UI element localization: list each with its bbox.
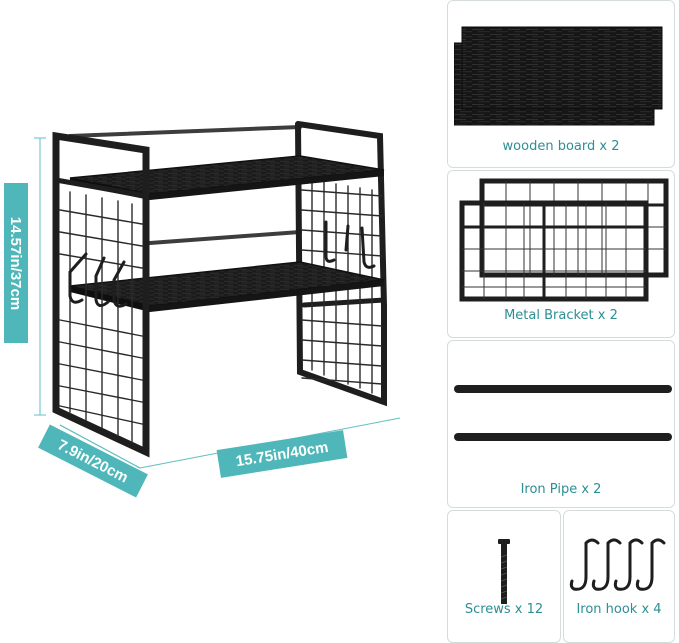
- iron-hooks-panel: Iron hook x 4: [563, 510, 675, 643]
- height-dimension-badge: 14.57in/37cm: [4, 183, 28, 343]
- metal-bracket-caption: Metal Bracket x 2: [504, 308, 618, 323]
- shelf-illustration: [34, 121, 401, 469]
- screws-caption: Screws x 12: [464, 602, 544, 617]
- height-dimension-label: 14.57in/37cm: [7, 216, 25, 310]
- iron-pipe-panel: Iron Pipe x 2: [447, 340, 675, 508]
- screw-image: [498, 539, 510, 604]
- iron-pipe-caption: Iron Pipe x 2: [520, 482, 602, 497]
- metal-bracket-panel: Metal Bracket x 2: [447, 170, 675, 338]
- iron-pipe-image-2: [454, 433, 672, 441]
- wooden-board-panel: wooden board x 2: [447, 0, 675, 168]
- wooden-board-image: [454, 26, 663, 126]
- iron-pipe-image-1: [454, 385, 672, 393]
- metal-bracket-image: [459, 178, 669, 302]
- screws-panel: Screws x 12: [447, 510, 561, 643]
- wooden-board-caption: wooden board x 2: [502, 139, 620, 154]
- iron-hooks-caption: Iron hook x 4: [576, 602, 662, 617]
- iron-hooks-image: [569, 538, 666, 591]
